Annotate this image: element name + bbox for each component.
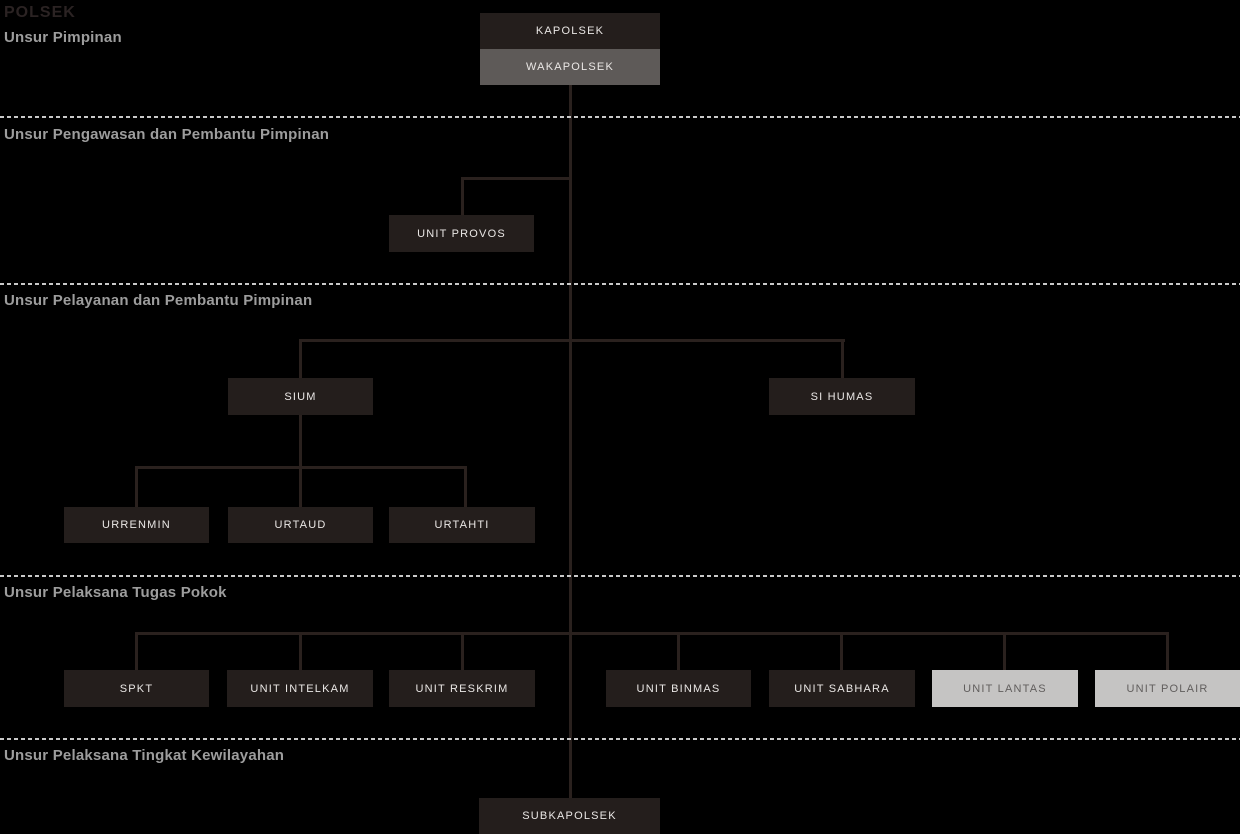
- section-label-pelaksana-pokok: Unsur Pelaksana Tugas Pokok: [4, 584, 227, 601]
- connector-line: [299, 632, 302, 670]
- org-node-urtahti: URTAHTI: [389, 507, 535, 543]
- section-divider: [0, 575, 1240, 577]
- org-node-wakapolsek: WAKAPOLSEK: [480, 49, 660, 85]
- page-title: POLSEK: [4, 4, 76, 21]
- connector-line: [135, 632, 138, 670]
- connector-line: [841, 339, 844, 378]
- section-divider: [0, 283, 1240, 285]
- org-node-unit-intelkam: UNIT INTELKAM: [227, 670, 373, 707]
- connector-line: [677, 632, 680, 670]
- connector-line: [461, 177, 464, 215]
- connector-line: [464, 466, 467, 507]
- org-node-spkt: SPKT: [64, 670, 209, 707]
- connector-trunk: [569, 85, 572, 798]
- connector-line: [135, 632, 1169, 635]
- connector-line: [461, 177, 572, 180]
- org-node-unit-reskrim: UNIT RESKRIM: [389, 670, 535, 707]
- org-node-sium: SIUM: [228, 378, 373, 415]
- section-divider: [0, 738, 1240, 740]
- org-node-unit-sabhara: UNIT SABHARA: [769, 670, 915, 707]
- org-node-unit-lantas: UNIT LANTAS: [932, 670, 1078, 707]
- org-node-subkapolsek: SUBKAPOLSEK: [479, 798, 660, 834]
- org-node-unit-provos: UNIT PROVOS: [389, 215, 534, 252]
- section-label-kewilayahan: Unsur Pelaksana Tingkat Kewilayahan: [4, 747, 285, 764]
- org-node-urrenmin: URRENMIN: [64, 507, 209, 543]
- section-label-pelayanan: Unsur Pelayanan dan Pembantu Pimpinan: [4, 292, 313, 309]
- connector-line: [840, 632, 843, 670]
- section-label-pengawasan: Unsur Pengawasan dan Pembantu Pimpinan: [4, 126, 330, 143]
- connector-line: [135, 466, 467, 469]
- connector-line: [1166, 632, 1169, 670]
- connector-line: [299, 339, 302, 378]
- org-node-unit-polair: UNIT POLAIR: [1095, 670, 1240, 707]
- org-node-unit-binmas: UNIT BINMAS: [606, 670, 751, 707]
- org-node-kapolsek: KAPOLSEK: [480, 13, 660, 49]
- connector-line: [299, 339, 845, 342]
- connector-line: [299, 415, 302, 508]
- connector-line: [135, 466, 138, 507]
- section-label-pimpinan: Unsur Pimpinan: [4, 29, 122, 46]
- connector-line: [1003, 632, 1006, 670]
- org-node-si-humas: SI HUMAS: [769, 378, 915, 415]
- section-divider: [0, 116, 1240, 118]
- connector-line: [461, 632, 464, 670]
- org-node-urtaud: URTAUD: [228, 507, 373, 543]
